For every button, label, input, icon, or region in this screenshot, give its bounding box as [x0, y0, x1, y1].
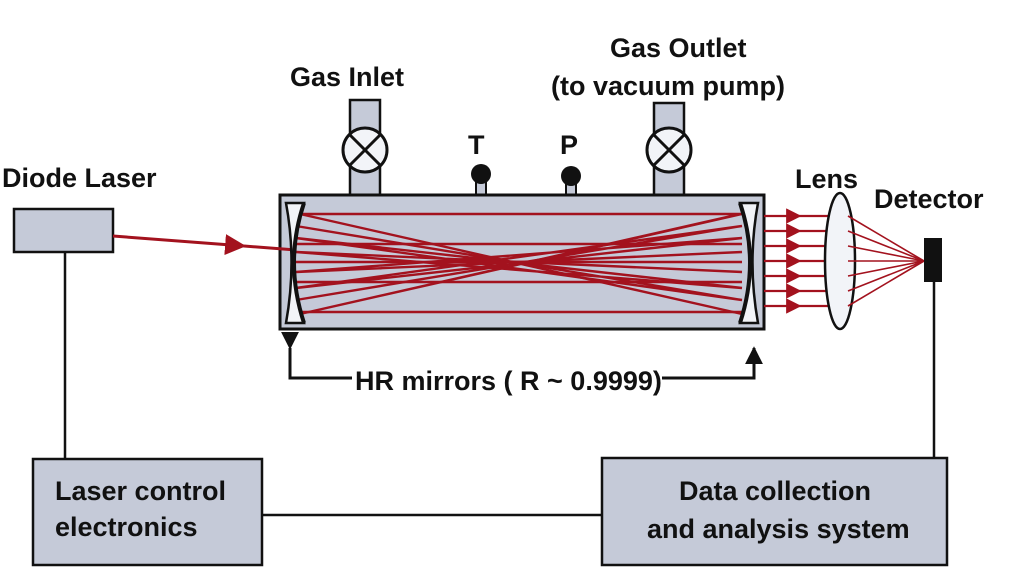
- focused-beams: [847, 215, 925, 307]
- detector-icon: [924, 238, 942, 282]
- gas-outlet-label-line1: Gas Outlet: [610, 33, 747, 63]
- data-collection-box: [600, 456, 949, 567]
- gas-inlet-label: Gas Inlet: [290, 62, 404, 92]
- detector-label: Detector: [874, 184, 984, 214]
- pressure-sensor-label: P: [560, 130, 578, 160]
- diode-laser-label: Diode Laser: [2, 163, 157, 193]
- data-collection-label-line1: Data collection: [679, 476, 871, 506]
- input-beam: [112, 234, 297, 256]
- wiring: [63, 250, 936, 517]
- mirror-icon: [284, 201, 306, 325]
- lens-label: Lens: [795, 164, 858, 194]
- mirror-icon: [738, 201, 760, 325]
- laser-control-label-line2: electronics: [55, 512, 198, 542]
- sensor-icon: [561, 166, 581, 199]
- valve-icon: [645, 126, 693, 174]
- data-collection-label-line2: and analysis system: [647, 514, 910, 544]
- hr-mirrors-label: HR mirrors ( R ~ 0.9999): [355, 366, 662, 396]
- output-beams: [764, 208, 832, 314]
- laser-control-label-line1: Laser control: [55, 476, 226, 506]
- laser-control-box: [31, 457, 264, 567]
- hr-mirrors-callout: [281, 331, 763, 380]
- intracavity-beam: [295, 212, 743, 316]
- gas-outlet-label-line2: (to vacuum pump): [551, 71, 785, 101]
- temperature-sensor-label: T: [468, 130, 485, 160]
- sensor-icon: [471, 164, 491, 199]
- valve-icon: [341, 126, 389, 174]
- diode-laser: [12, 207, 115, 254]
